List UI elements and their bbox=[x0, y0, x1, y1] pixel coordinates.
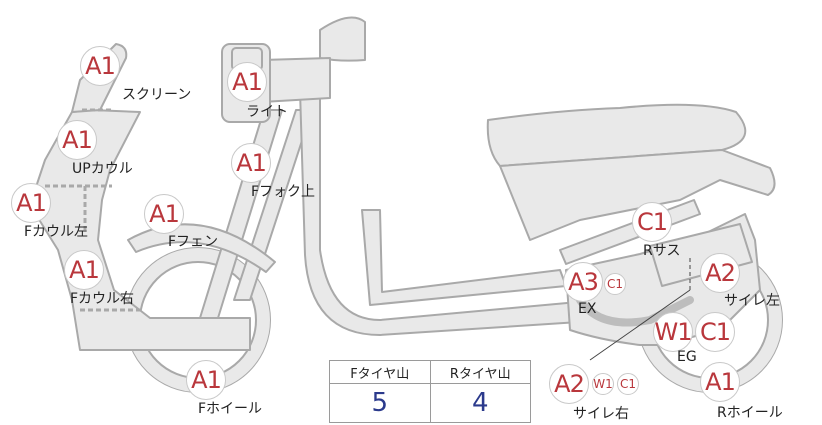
front-cowl-right-badge-1: A1 bbox=[64, 250, 104, 290]
front-fender-label: Fフェン bbox=[168, 234, 219, 250]
handlebar-shape bbox=[319, 16, 366, 62]
front-fork-upper-badge-1: A1 bbox=[231, 143, 271, 183]
engine-badge-2: C1 bbox=[695, 312, 735, 352]
rear-suspension-label: Rサス bbox=[643, 243, 681, 259]
seat-shape bbox=[486, 103, 747, 167]
muffler-right-badge-2: W1 bbox=[592, 373, 614, 395]
muffler-shape bbox=[649, 223, 753, 287]
up-cowl-badge-1: A1 bbox=[57, 120, 97, 160]
engine-label: EG bbox=[677, 349, 697, 365]
light-label: ライト bbox=[246, 104, 288, 120]
rear-tread-header: Rタイヤ山 bbox=[429, 360, 531, 384]
screen-label: スクリーン bbox=[122, 87, 192, 103]
front-fender-badge-1: A1 bbox=[144, 194, 184, 234]
front-tread-value: 5 bbox=[329, 383, 431, 423]
tire-tread-table: Fタイヤ山 Rタイヤ山 5 4 bbox=[329, 360, 531, 423]
exhaust-badge-2: C1 bbox=[604, 273, 626, 295]
front-tread-header: Fタイヤ山 bbox=[329, 360, 431, 384]
floor-shape bbox=[361, 209, 567, 306]
front-cowl-left-label: Fカウル左 bbox=[24, 224, 89, 240]
muffler-left-badge-1: A2 bbox=[700, 253, 740, 293]
front-fork-upper-label: Fフォク上 bbox=[251, 184, 316, 200]
light-badge-1: A1 bbox=[227, 62, 267, 102]
exhaust-pipe-shape bbox=[576, 296, 694, 327]
front-cowl-right-label: Fカウル右 bbox=[70, 291, 135, 307]
muffler-right-label: サイレ右 bbox=[573, 406, 629, 422]
exhaust-label: EX bbox=[578, 301, 597, 317]
body-top-shape bbox=[261, 57, 331, 103]
rear-suspension-badge-1: C1 bbox=[632, 202, 672, 242]
front-wheel-badge-1: A1 bbox=[186, 360, 226, 400]
rear-wheel-label: Rホイール bbox=[717, 405, 783, 421]
up-cowl-label: UPカウル bbox=[72, 161, 133, 177]
exhaust-badge-1: A3 bbox=[563, 262, 603, 302]
muffler-right-badge-1: A2 bbox=[549, 364, 589, 404]
muffler-left-label: サイレ左 bbox=[724, 293, 780, 309]
tail-shape bbox=[499, 149, 776, 241]
screen-badge-1: A1 bbox=[80, 46, 120, 86]
rear-wheel-badge-1: A1 bbox=[700, 362, 740, 402]
muffler-right-badge-3: C1 bbox=[617, 373, 639, 395]
front-cowl-left-badge-1: A1 bbox=[11, 183, 51, 223]
engine-badge-1: W1 bbox=[653, 312, 693, 352]
rear-tread-value: 4 bbox=[429, 383, 531, 423]
front-wheel-label: Fホイール bbox=[198, 401, 263, 417]
